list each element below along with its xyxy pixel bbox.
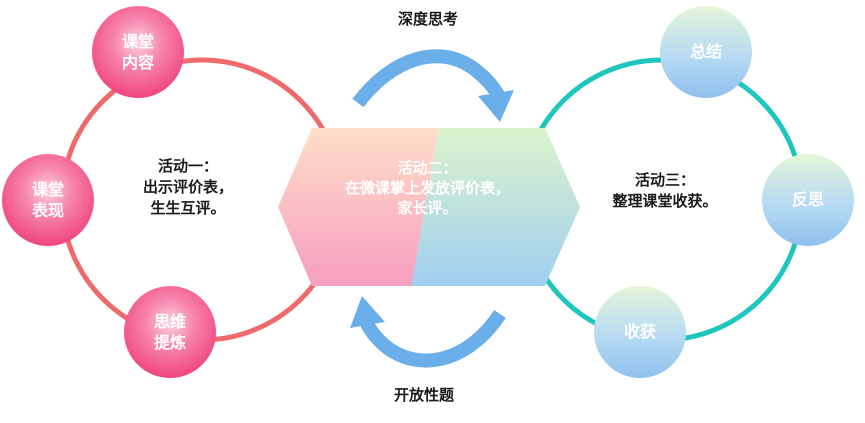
activity-one-line: 生生互评。: [150, 199, 226, 217]
node-label-line: 思维: [153, 312, 186, 331]
node-label-line: 课堂: [31, 180, 64, 199]
node-label-line: 反思: [791, 190, 824, 209]
node-label-gains: 收获: [594, 321, 686, 342]
activity-three-text: 活动三： 整理课堂收获。: [590, 170, 740, 212]
node-label-thinking: 思维 提炼: [124, 311, 216, 353]
activity-one-text: 活动一： 出示评价表， 生生互评。: [118, 156, 258, 219]
node-label-reflection: 反思: [762, 189, 854, 210]
bottom-curved-arrow: [359, 310, 506, 368]
node-label-line: 收获: [623, 322, 656, 341]
node-label-summary: 总结: [660, 41, 752, 62]
top-arrow-label: 深度思考: [397, 10, 458, 28]
top-arrowhead: [478, 90, 514, 122]
node-circle-thinking: [124, 286, 216, 378]
central-hexagon: [278, 128, 580, 286]
node-label-line: 总结: [689, 42, 722, 61]
activity-three-line: 活动三：: [634, 171, 695, 189]
node-label-line: 表现: [31, 201, 64, 220]
activity-three-line: 整理课堂收获。: [612, 192, 718, 210]
activity-one-line: 出示评价表，: [142, 178, 233, 196]
node-circle-reflection: [762, 154, 854, 246]
activity-two-text: 活动二： 在微课掌上发放评价表， 家长评。: [300, 158, 555, 218]
bottom-arrowhead: [350, 296, 385, 328]
node-label-line: 课堂: [121, 32, 154, 51]
top-curved-arrow: [352, 49, 505, 108]
node-circle-performance: [2, 154, 94, 246]
node-label-line: 内容: [121, 53, 154, 72]
node-circle-content: [92, 6, 184, 98]
node-label-line: 提炼: [153, 333, 186, 352]
activity-two-line: 家长评。: [397, 199, 458, 217]
node-label-class-performance: 课堂 表现: [2, 179, 94, 221]
activity-one-line: 活动一：: [157, 157, 218, 175]
node-circle-summary: [660, 6, 752, 98]
bottom-arrow-label: 开放性题: [393, 386, 454, 404]
node-label-class-content: 课堂 内容: [92, 31, 184, 73]
node-circle-gains: [594, 286, 686, 378]
activity-two-line: 在微课掌上发放评价表，: [344, 179, 510, 197]
activity-two-line: 活动二：: [397, 159, 458, 177]
